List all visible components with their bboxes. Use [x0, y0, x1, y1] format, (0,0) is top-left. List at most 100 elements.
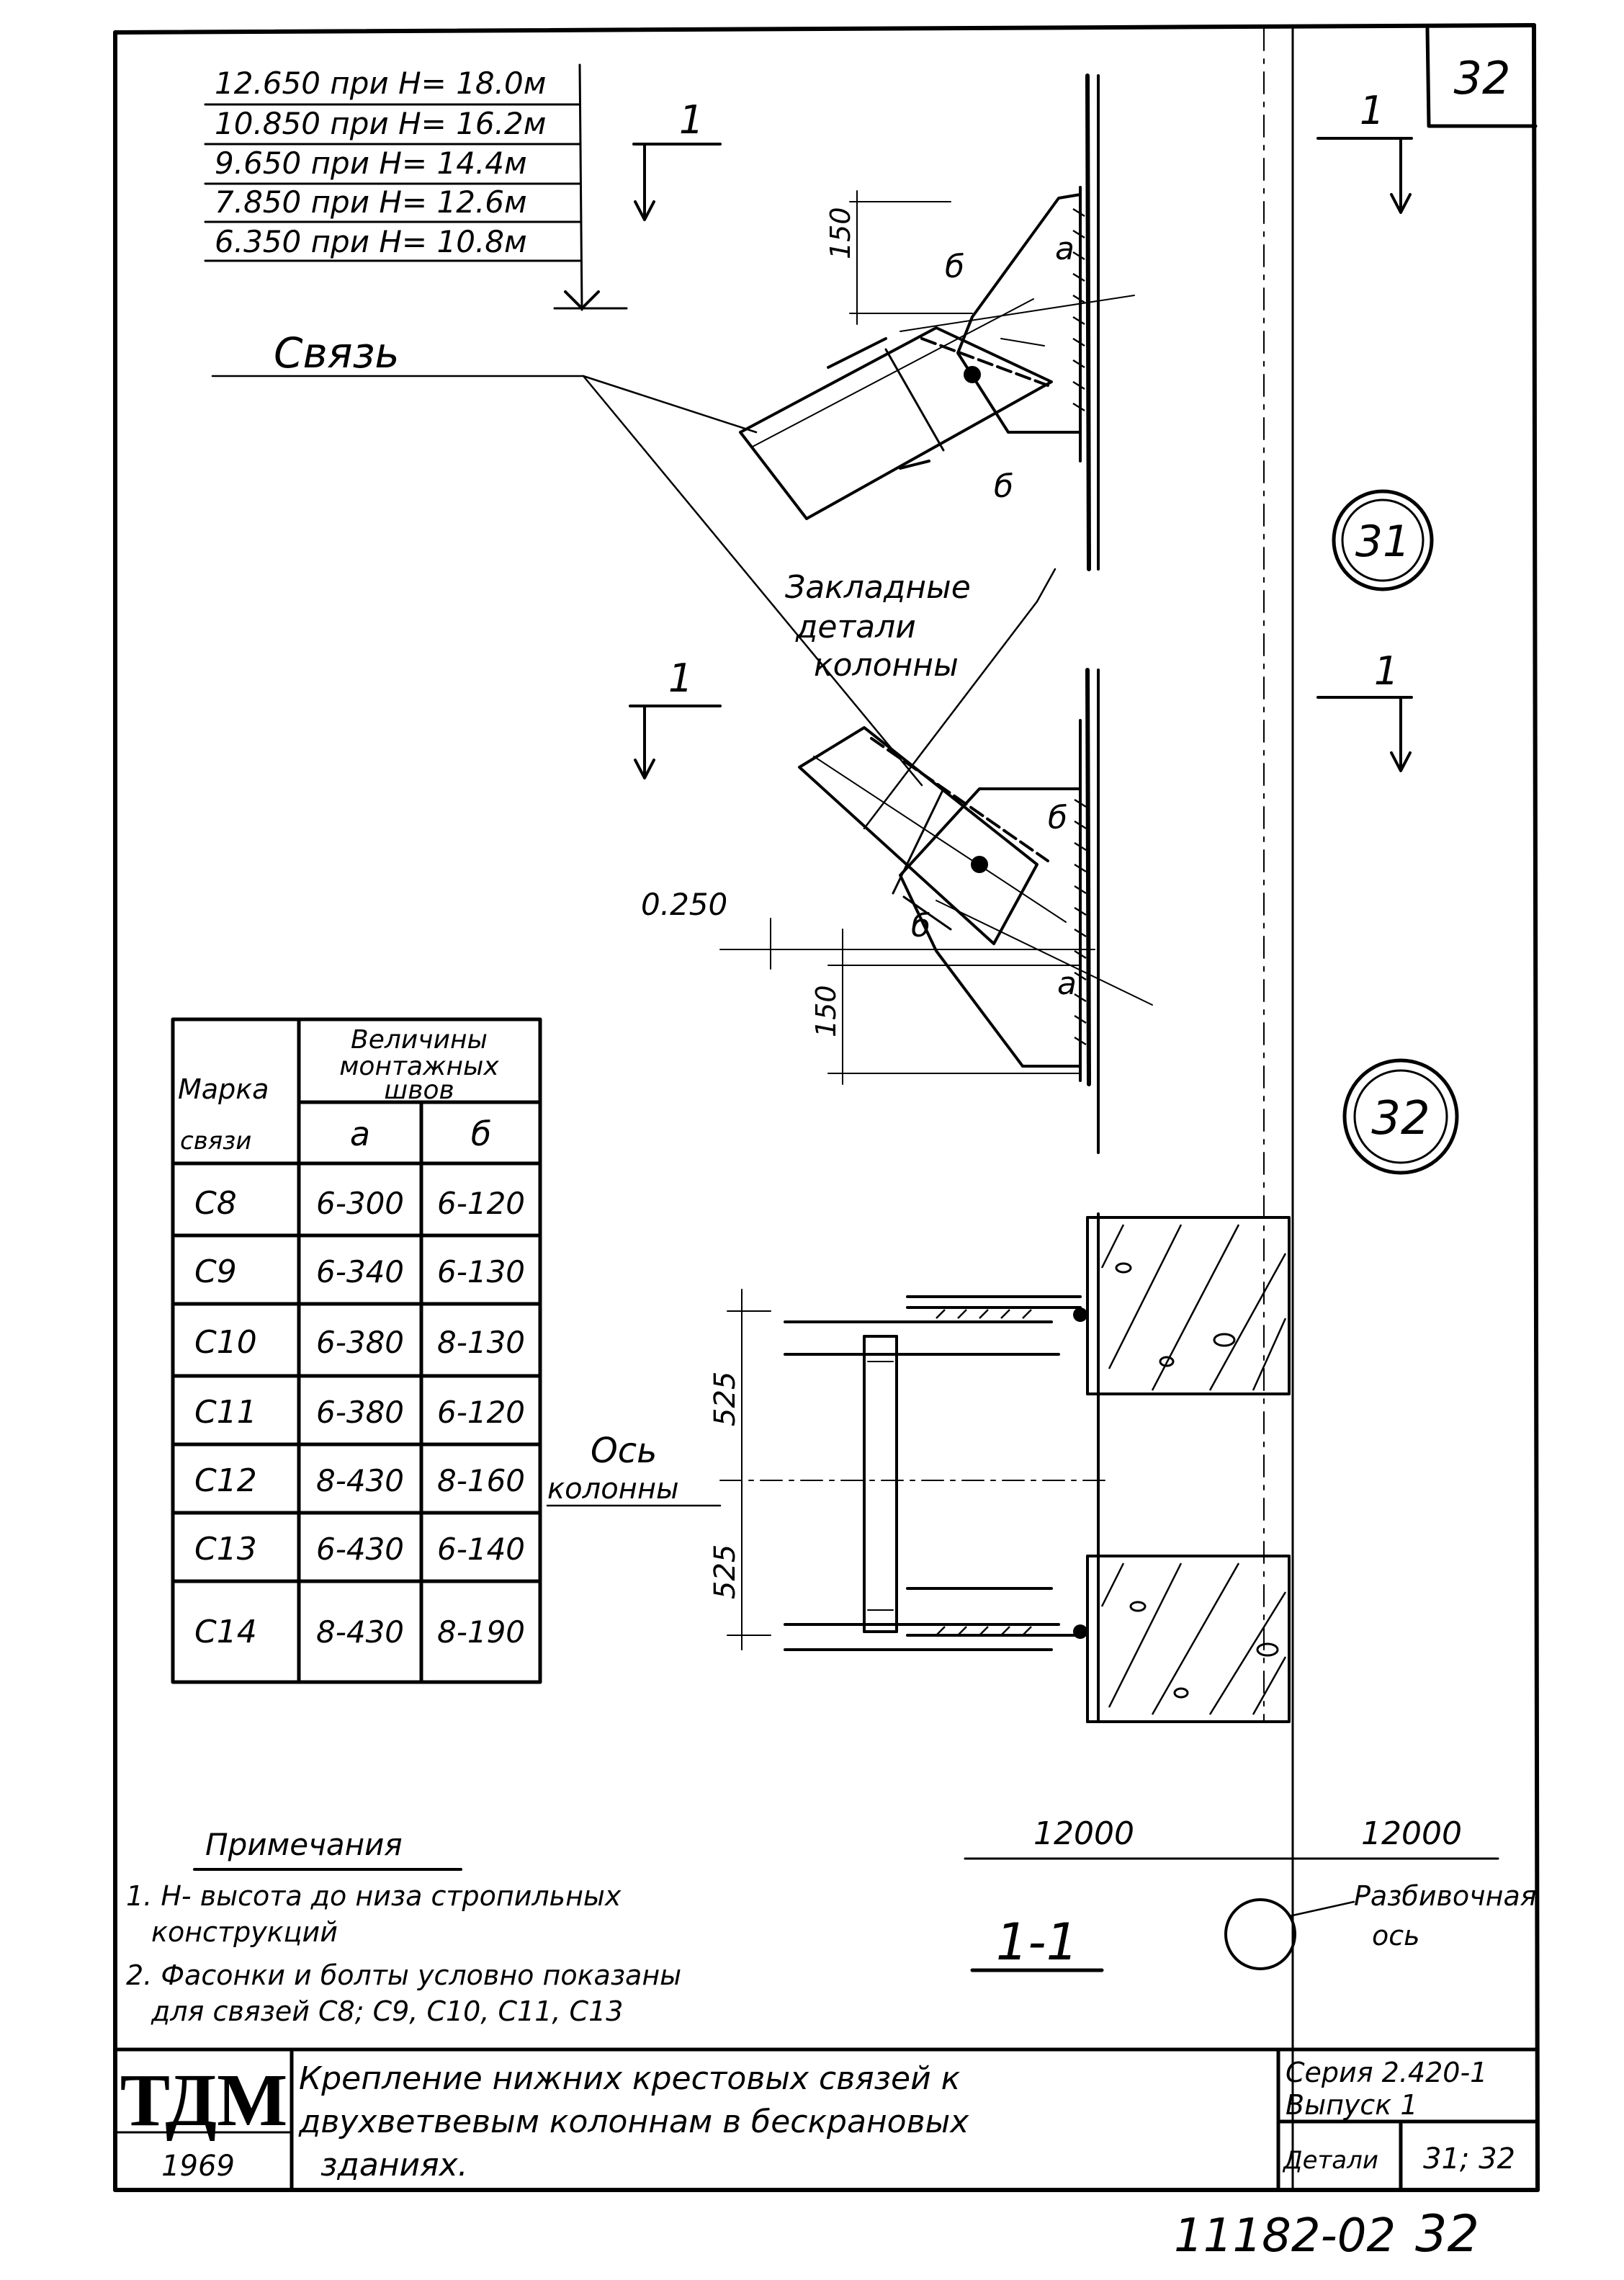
section-weld-hatch	[936, 1309, 1032, 1636]
elevation-3: 9.650 при H= 14.4м	[215, 146, 527, 181]
series-label: Серия 2.420-1	[1286, 2057, 1487, 2088]
upper-weld-hatch	[1072, 207, 1085, 412]
dim-12000-left: 12000	[1033, 1815, 1134, 1852]
axis-bubble	[1224, 1898, 1296, 1970]
cut-label-1d: 1	[1374, 648, 1399, 694]
elevation-4: 7.850 при H= 12.6м	[215, 184, 527, 220]
table-cell-b: 8-130	[437, 1325, 525, 1360]
cut-label-1a: 1	[679, 97, 704, 143]
table-cell-a: 8-430	[316, 1463, 404, 1498]
table-row: С8 6-300 6-120	[194, 1185, 525, 1222]
title-line-1: Крепление нижних крестовых связей к	[299, 2060, 961, 2097]
table-header-welds-1: Величины	[351, 1025, 488, 1055]
table-cell-mark: С12	[194, 1462, 257, 1499]
dim-150-top: 150	[825, 207, 856, 259]
table-row: С9 6-340 6-130	[194, 1253, 525, 1290]
detail-31-label: 31	[1355, 517, 1410, 567]
table-header-welds-3: швов	[384, 1076, 454, 1105]
label-zakladnye-2: детали	[795, 609, 916, 645]
dim-150-bot: 150	[810, 985, 842, 1037]
table-row: С11 6-380 6-120	[194, 1394, 525, 1431]
table-row: С14 8-430 8-190	[194, 1614, 525, 1650]
page-number: 32	[1454, 52, 1511, 104]
weld-a-bot: а	[1057, 965, 1077, 1002]
detail-32-marker: 32	[1342, 1058, 1459, 1175]
table-header-welds-2: монтажных	[339, 1052, 499, 1081]
note-line-4: для связей С8; С9, С10, С11, С13	[151, 1995, 623, 2027]
lower-brace-detail	[719, 719, 1153, 1085]
note-line-1: 1. H- высота до низа стропильных	[126, 1880, 622, 1912]
detail-31-marker: 31	[1332, 489, 1434, 591]
weld-a-top: а	[1055, 231, 1075, 267]
bottom-page: 32	[1415, 2204, 1479, 2263]
table-cell-b: 6-120	[437, 1395, 525, 1430]
table-cell-b: 8-160	[437, 1463, 525, 1498]
bottom-code: 11182-02	[1174, 2209, 1396, 2263]
label-svyaz: Связь	[274, 328, 400, 377]
concrete-marks	[1115, 1262, 1279, 1699]
note-line-3: 2. Фасонки и болты условно показаны	[126, 1959, 681, 1991]
table-col-a: а	[350, 1114, 370, 1153]
table-header-mark2: связи	[180, 1127, 251, 1155]
dim-12000-line	[964, 1843, 1499, 1874]
table-cell-mark: С8	[194, 1185, 237, 1222]
title-line-3: зданиях.	[320, 2147, 468, 2183]
table-cell-mark: С13	[194, 1531, 257, 1568]
table-cell-a: 6-380	[316, 1325, 404, 1360]
section-1-1	[719, 1216, 1291, 1723]
page-number-box: 32	[1425, 27, 1538, 128]
table-cell-a: 6-340	[316, 1254, 404, 1289]
elevation-1: 12.650 при H= 18.0м	[215, 66, 546, 101]
bolt-head-top	[1073, 1307, 1087, 1322]
label-zakladnye-3: колонны	[814, 647, 959, 684]
note-line-2: конструкций	[151, 1916, 338, 1948]
weld-b-top2: б	[994, 468, 1013, 505]
table-cell-b: 6-130	[437, 1254, 525, 1289]
weld-b-top: б	[945, 249, 964, 285]
elevation-5: 6.350 при H= 10.8м	[215, 224, 527, 259]
cut-marks	[629, 137, 1413, 779]
table-row: С10 6-380 8-130	[194, 1324, 525, 1361]
dim-525-bot: 525	[709, 1544, 742, 1599]
logo-tdm: ТДМ	[120, 2059, 288, 2142]
table-cell-mark: С10	[194, 1324, 257, 1361]
dim-12000-right: 12000	[1361, 1815, 1462, 1852]
upper-brace-detail	[739, 186, 1135, 520]
table-cell-mark: С9	[194, 1253, 237, 1290]
table-cell-a: 6-300	[316, 1186, 404, 1221]
detail-32-label: 32	[1371, 1092, 1430, 1145]
dim-0250: 0.250	[641, 887, 727, 922]
details-label: Детали	[1282, 2146, 1378, 2175]
sheet-frame	[113, 23, 1540, 2192]
cut-label-1c: 1	[668, 656, 693, 701]
notes-title: Примечания	[205, 1827, 403, 1862]
issue-label: Выпуск 1	[1286, 2089, 1418, 2121]
label-os-2: колонны	[547, 1472, 679, 1506]
title-year: 1969	[161, 2150, 235, 2183]
section-label: 1-1	[996, 1913, 1078, 1972]
table-header-mark: Марка	[178, 1073, 269, 1105]
notes: Примечания 1. H- высота до низа стропиль…	[126, 1827, 681, 2027]
weld-b-bot2: б	[911, 908, 930, 944]
dim-525-top: 525	[709, 1372, 742, 1426]
table-cell-a: 6-380	[316, 1395, 404, 1430]
section-hatch	[1100, 1224, 1287, 1715]
weld-table: Марка связи Величины монтажных швов а б …	[171, 1017, 542, 1684]
column-lines	[1085, 27, 1294, 2191]
table-cell-b: 8-190	[437, 1614, 525, 1650]
table-row: С13 6-430 6-140	[194, 1531, 525, 1568]
table-row: С12 8-430 8-160	[194, 1462, 525, 1499]
title-block: ТДМ 1969 Крепление нижних крестовых связ…	[113, 2047, 1540, 2192]
elevation-list: 12.650 при H= 18.0м 10.850 при H= 16.2м …	[204, 63, 628, 311]
label-razbivochnaya-1: Разбивочная	[1354, 1880, 1537, 1912]
lower-weld-hatch	[1074, 798, 1087, 1046]
bolt-head-bottom	[1073, 1624, 1087, 1639]
cut-label-1b: 1	[1360, 88, 1384, 133]
leader-lines	[211, 375, 1057, 830]
details-value: 31; 32	[1423, 2142, 1515, 2176]
table-cell-mark: С14	[194, 1614, 257, 1650]
table-cell-b: 6-140	[437, 1532, 525, 1567]
table-cell-a: 6-430	[316, 1532, 404, 1567]
table-cell-b: 6-120	[437, 1186, 525, 1221]
